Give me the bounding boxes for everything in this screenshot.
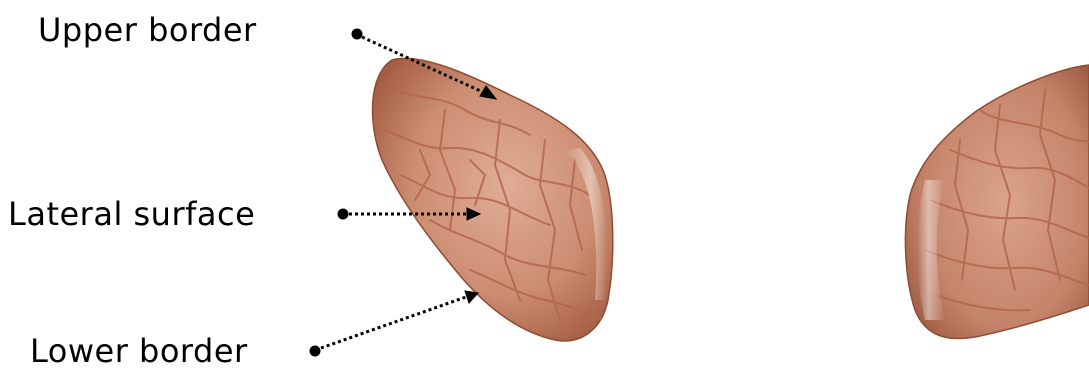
left-organ — [373, 58, 613, 341]
upper-border-label: Upper border — [38, 11, 257, 49]
lateral-surface-label: Lateral surface — [8, 195, 255, 233]
lower-border-arrow — [310, 291, 478, 356]
lower-border-label: Lower border — [30, 332, 248, 370]
right-organ — [905, 65, 1089, 339]
